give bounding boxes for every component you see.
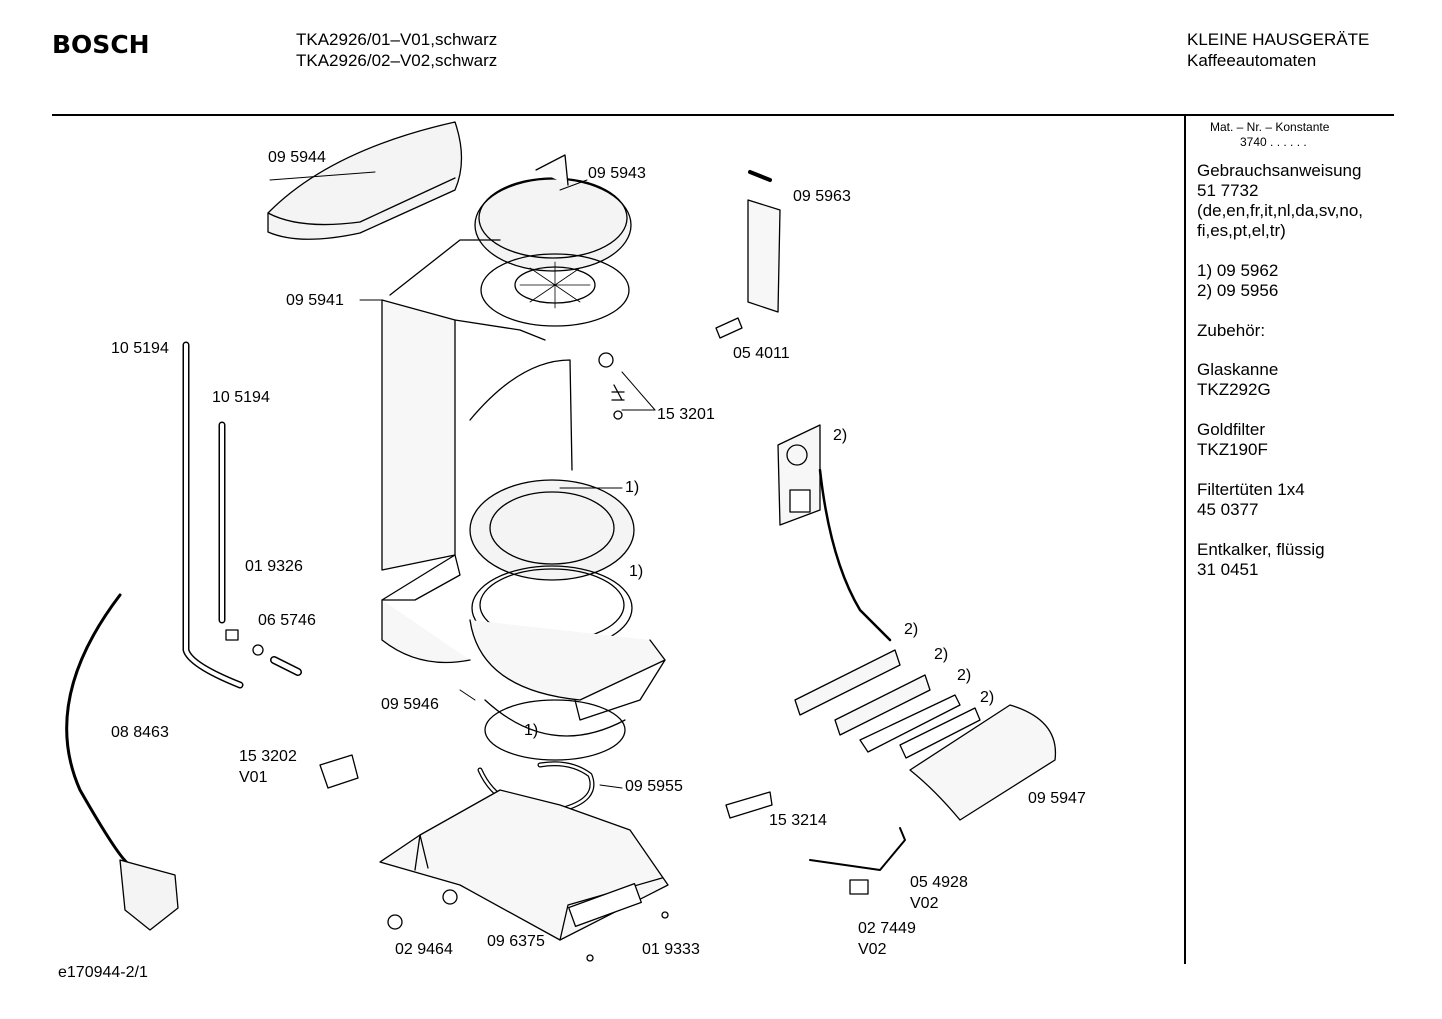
housing-part [359, 239, 573, 664]
part-label: 02 7449 [858, 920, 916, 937]
footnote-marker: 1) [625, 479, 640, 496]
filter-lid-part [474, 154, 632, 327]
footnote-marker: 2) [904, 621, 919, 638]
mat-nr-value: 3740 . . . . . . [1240, 135, 1307, 149]
accessory-code: TKZ292G [1197, 380, 1271, 399]
footnote-marker: 1) [629, 563, 644, 580]
part-label: 05 4011 [733, 345, 790, 362]
part-label: 10 5194 [212, 389, 270, 406]
part-label: 09 6375 [487, 933, 545, 950]
footnote-marker: 2) [957, 667, 972, 684]
mat-nr-label: Mat. – Nr. – Konstante [1210, 120, 1330, 134]
footnote-2: 2) 09 5956 [1197, 281, 1279, 300]
accessories-title: Zubehör: [1197, 321, 1266, 340]
accessory-code: 45 0377 [1197, 500, 1259, 519]
part-label: V01 [239, 769, 268, 786]
tank-part [459, 479, 666, 761]
electronics-part [777, 424, 1057, 821]
part-label: 15 3202 [239, 748, 297, 765]
base-plate-part [379, 789, 669, 941]
part-label: 02 9464 [395, 941, 453, 958]
part-label: 08 8463 [111, 724, 169, 741]
header-divider [52, 114, 1394, 116]
part-label: 09 5963 [793, 188, 851, 205]
footnote-marker: 2) [980, 689, 995, 706]
category-line-2: Kaffeeautomaten [1187, 51, 1317, 70]
part-label: 09 5943 [588, 165, 646, 182]
small-parts [65, 170, 906, 962]
drawing-id: e170944-2/1 [58, 964, 148, 981]
brand-logo: BOSCH [52, 30, 150, 59]
accessory-code: 31 0451 [1197, 560, 1259, 579]
part-label: 09 5955 [625, 778, 683, 795]
manual-title: Gebrauchsanweisung [1197, 161, 1362, 180]
part-label: 05 4928 [910, 874, 968, 891]
footnote-1: 1) 09 5962 [1197, 261, 1279, 280]
accessory-code: TKZ190F [1197, 440, 1268, 459]
part-label: 10 5194 [111, 340, 169, 357]
manual-number: 51 7732 [1197, 181, 1259, 200]
part-label: V02 [858, 941, 887, 958]
lid-part [267, 121, 463, 240]
part-label: 09 5946 [381, 696, 439, 713]
model-line-2: TKA2926/02–V02,schwarz [296, 51, 498, 70]
category-line-1: KLEINE HAUSGERÄTE [1187, 30, 1370, 49]
footnote-marker: 1) [524, 722, 539, 739]
footnote-marker: 2) [833, 427, 848, 444]
part-label: 15 3201 [657, 406, 715, 423]
accessory-name: Goldfilter [1197, 420, 1266, 439]
part-label: 01 9333 [642, 941, 700, 958]
part-label: 15 3214 [769, 812, 827, 829]
exploded-parts-drawing [65, 121, 1057, 962]
accessory-name: Entkalker, flüssig [1197, 540, 1325, 559]
manual-languages-1: (de,en,fr,it,nl,da,sv,no, [1197, 201, 1363, 220]
part-label: 01 9326 [245, 558, 303, 575]
manual-languages-2: fi,es,pt,el,tr) [1197, 221, 1286, 240]
sidebar-divider [1184, 114, 1186, 964]
part-label: V02 [910, 895, 939, 912]
footnote-marker: 2) [934, 646, 949, 663]
part-label: 09 5944 [268, 149, 326, 166]
accessory-name: Filtertüten 1x4 [1197, 480, 1305, 499]
part-label: 09 5947 [1028, 790, 1086, 807]
accessory-name: Glaskanne [1197, 360, 1279, 379]
part-label: 09 5941 [286, 292, 344, 309]
model-line-1: TKA2926/01–V01,schwarz [296, 30, 498, 49]
part-label: 06 5746 [258, 612, 316, 629]
